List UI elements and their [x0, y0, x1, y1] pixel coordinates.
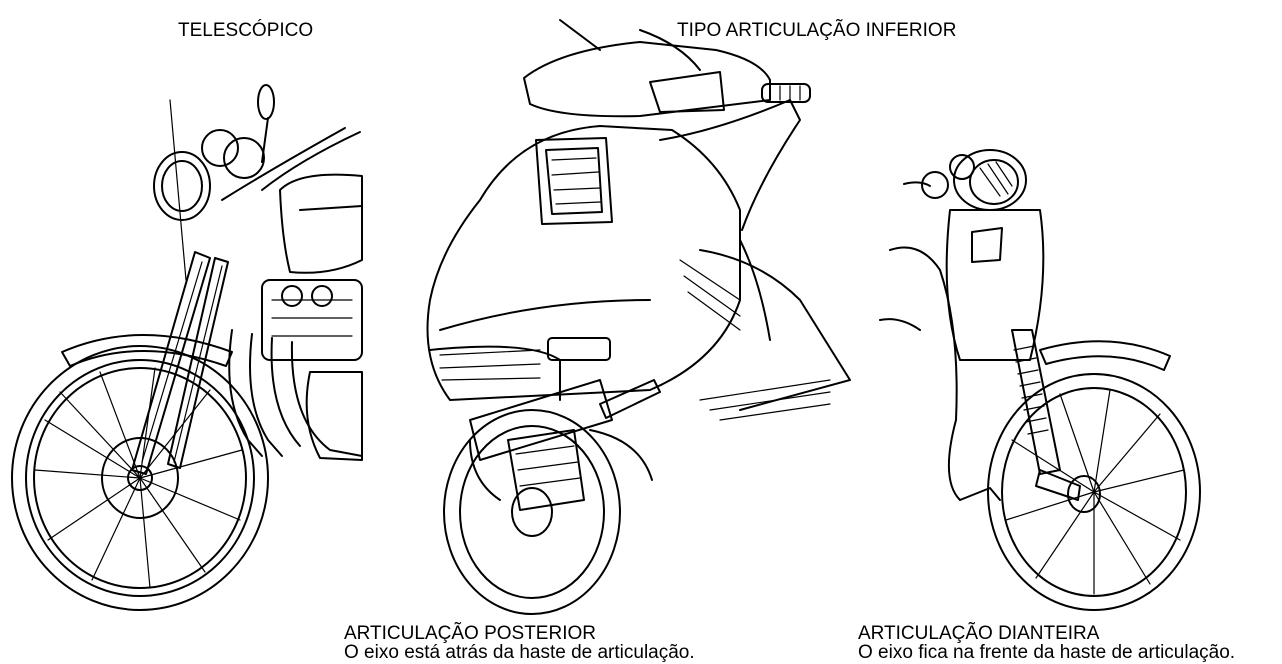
front-link-title: ARTICULAÇÃO DIANTEIRA [858, 623, 1100, 644]
rear-link-title: ARTICULAÇÃO POSTERIOR [344, 623, 596, 644]
front-link-moped-illustration [879, 149, 1201, 611]
front-link-caption: ARTICULAÇÃO DIANTEIRA O eixo fica na fre… [858, 624, 1235, 662]
telescopic-motorcycle-illustration [11, 84, 363, 611]
lower-link-type-label: TIPO ARTICULAÇÃO INFERIOR [677, 20, 957, 41]
rear-link-caption: ARTICULAÇÃO POSTERIOR O eixo está atrás … [344, 624, 695, 662]
front-link-description: O eixo fica na frente da haste de articu… [858, 642, 1236, 663]
rear-link-description: O eixo está atrás da haste de articulaçã… [344, 642, 695, 663]
rear-link-scooter-illustration [426, 19, 851, 615]
telescopic-label: TELESCÓPICO [178, 20, 314, 41]
